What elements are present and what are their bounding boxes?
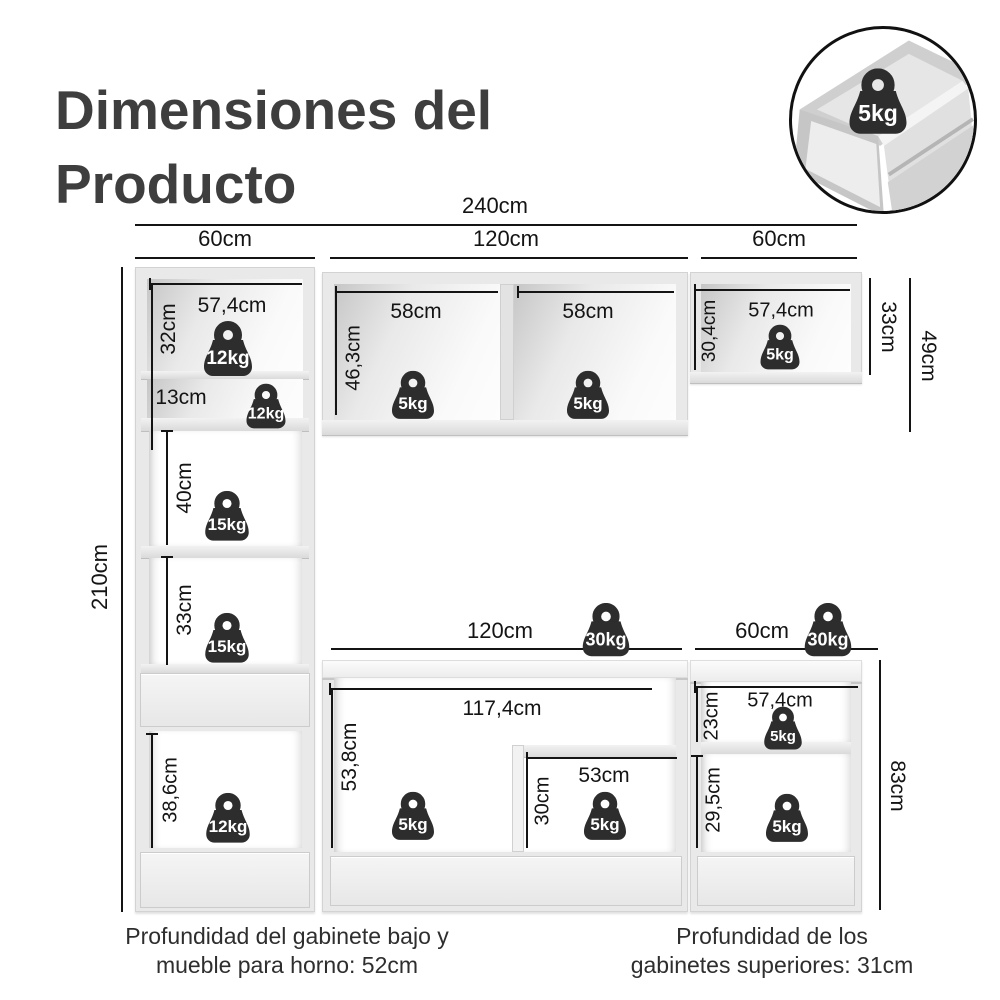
base-right-countertop	[690, 660, 862, 682]
footnote-line: Profundidad de los	[676, 923, 868, 949]
upper-center-bottom-panel	[322, 420, 688, 435]
footnote-base-depth: Profundidad del gabinete bajo y mueble p…	[125, 922, 449, 980]
weight-icon: 15kg	[198, 490, 256, 545]
weight-icon: 5kg	[759, 793, 815, 847]
upper-center-divider	[500, 284, 514, 420]
weight-icon: 5kg	[840, 68, 916, 139]
weight-icon: 30kg	[575, 602, 637, 661]
weight-capacity-label: 5kg	[858, 99, 898, 126]
weight-icon: 5kg	[754, 324, 806, 374]
weight-icon: 12kg	[240, 383, 292, 433]
weight-capacity-label: 12kg	[206, 347, 250, 369]
weight-icon: 5kg	[385, 791, 441, 845]
drawer-illustration	[793, 40, 974, 211]
base-center-countertop	[322, 660, 688, 678]
weight-capacity-label: 5kg	[766, 346, 794, 364]
footnote-line: gabinetes superiores: 31cm	[630, 952, 914, 978]
footnote-upper-depth: Profundidad de los gabinetes superiores:…	[631, 922, 914, 980]
weight-icon: 5kg	[385, 370, 441, 424]
page-title: Dimensiones del Producto	[55, 78, 493, 215]
weight-icon: 15kg	[198, 612, 256, 667]
oven-step-column	[512, 745, 524, 852]
drawer-detail-inset	[789, 26, 977, 214]
weight-capacity-label: 15kg	[207, 515, 247, 535]
weight-capacity-label: 30kg	[585, 629, 627, 650]
weight-capacity-label: 5kg	[770, 727, 796, 745]
weight-capacity-label: 5kg	[398, 814, 428, 834]
weight-icon: 12kg	[199, 792, 257, 847]
tower-bottom-front	[140, 852, 310, 908]
weight-icon: 12kg	[196, 321, 260, 381]
base-right-drawer-front	[697, 856, 855, 906]
weight-icon: 5kg	[560, 370, 616, 424]
footnote-line: mueble para horno: 52cm	[155, 952, 419, 978]
tower-shelf	[141, 664, 309, 673]
tower-shelf	[141, 546, 309, 558]
weight-capacity-label: 5kg	[772, 816, 802, 836]
weight-capacity-label: 12kg	[208, 817, 248, 837]
oven-shelf	[524, 745, 676, 757]
tower-drawer-front	[140, 673, 310, 727]
base-center-drawer-front	[330, 856, 682, 906]
weight-capacity-label: 12kg	[247, 405, 285, 423]
weight-icon: 30kg	[797, 602, 859, 661]
weight-capacity-label: 30kg	[807, 629, 849, 650]
weight-icon: 5kg	[758, 706, 808, 754]
upper-right-bottom-panel	[690, 372, 862, 383]
weight-capacity-label: 15kg	[207, 637, 247, 657]
weight-capacity-label: 5kg	[573, 393, 603, 413]
weight-capacity-label: 5kg	[590, 814, 620, 834]
weight-capacity-label: 5kg	[398, 393, 428, 413]
footnote-line: Profundidad del gabinete bajo y	[125, 923, 449, 949]
weight-icon: 5kg	[577, 791, 633, 845]
